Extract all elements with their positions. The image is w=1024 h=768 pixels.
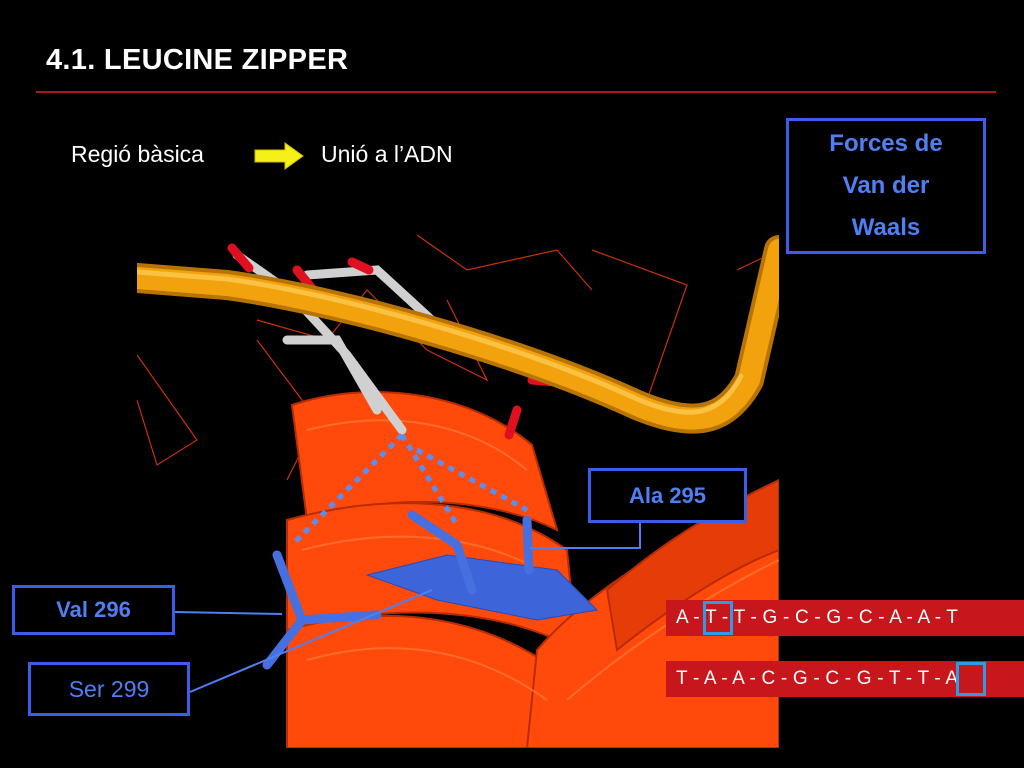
van-der-waals-box: Forces de Van der Waals — [786, 118, 986, 254]
dna-bottom-strand: T - A - A - C - G - C - G - T - T - A — [666, 661, 1024, 697]
basic-region-label: Regió bàsica — [71, 141, 204, 167]
vdw-line-1: Forces de — [829, 130, 943, 157]
dna-bottom-sequence: T - A - A - C - G - C - G - T - T - A — [676, 668, 959, 689]
vdw-line-2: Van der — [842, 172, 930, 199]
vdw-line-3: Waals — [851, 214, 921, 241]
right-arrow-icon — [254, 142, 304, 170]
title-underline — [36, 91, 996, 93]
val-296-callout: Val 296 — [12, 585, 175, 635]
highlighted-base-bottom — [956, 662, 986, 696]
ala-295-callout: Ala 295 — [588, 468, 747, 523]
dna-top-sequence: A - T - T - G - C - G - C - A - A - T — [676, 607, 959, 628]
dna-binding-label: Unió a l’ADN — [321, 141, 453, 167]
ser-299-callout: Ser 299 — [28, 662, 190, 716]
slide-title: 4.1. LEUCINE ZIPPER — [46, 44, 349, 76]
highlighted-base-top — [703, 601, 733, 635]
dna-top-strand: A - T - T - G - C - G - C - A - A - T — [666, 600, 1024, 636]
